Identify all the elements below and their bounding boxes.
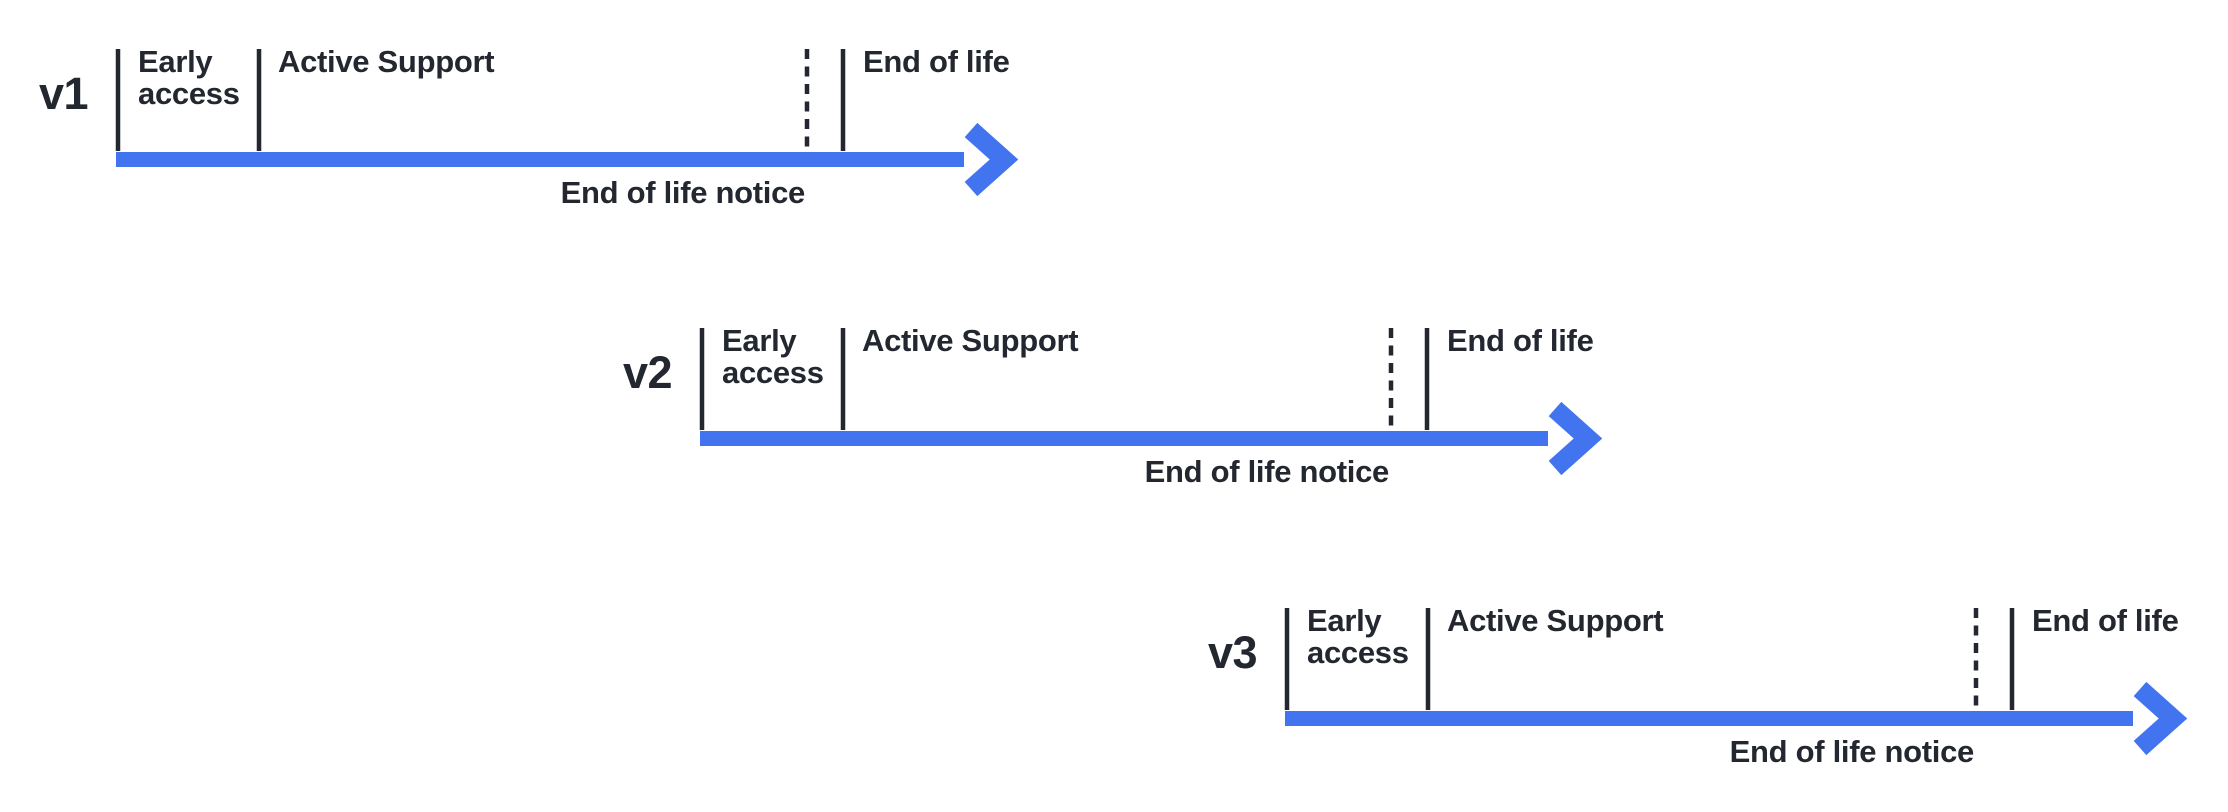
version-label: v1 [39,68,88,119]
early-access-label-line2: access [138,76,240,111]
active-support-label: Active Support [278,44,494,79]
end-of-life-label: End of life [1447,323,1594,358]
active-support-label: Active Support [1447,603,1663,638]
early-access-label-line1: Early [722,323,797,358]
early-access-label-line2: access [722,355,824,390]
end-of-life-label: End of life [2032,603,2179,638]
early-access-label-line2: access [1307,635,1409,670]
timeline-v2: v2 Early access Active Support End of li… [623,323,1603,489]
early-access-label-line1: Early [138,44,213,79]
version-label: v2 [623,347,672,398]
timeline-v1: v1 Early access Active Support End of li… [39,44,1019,210]
version-label: v3 [1208,627,1257,678]
early-access-label-line1: Early [1307,603,1382,638]
timeline-v3: v3 Early access Active Support End of li… [1208,603,2188,769]
timeline-arrow-head [1548,401,1603,476]
end-of-life-notice-label: End of life notice [561,175,805,210]
timeline-arrow-head [964,122,1019,197]
end-of-life-notice-label: End of life notice [1730,734,1974,769]
timeline-arrow-head [2133,681,2188,756]
active-support-label: Active Support [862,323,1078,358]
end-of-life-label: End of life [863,44,1010,79]
end-of-life-notice-label: End of life notice [1145,454,1389,489]
